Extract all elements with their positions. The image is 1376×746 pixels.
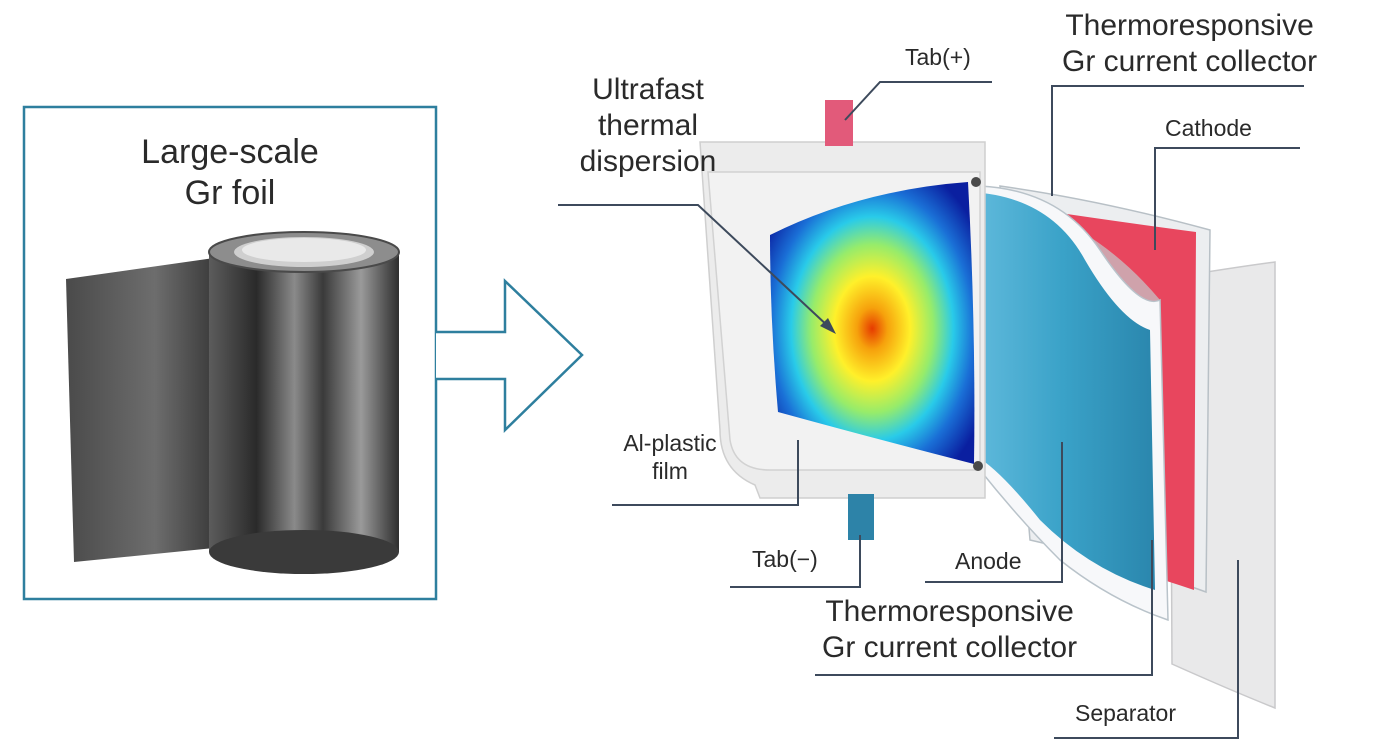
leader-tab-plus: [845, 82, 992, 120]
anode-label: Anode: [955, 548, 1022, 574]
foil-title-line2: Gr foil: [100, 173, 360, 214]
bottom-collector-label: Thermoresponsive Gr current collector: [822, 594, 1077, 666]
tab-negative: [848, 494, 874, 540]
gr-foil-roll-image: [66, 232, 399, 574]
tab-positive: [825, 100, 853, 146]
thermal-line1: Ultrafast: [548, 72, 748, 108]
foil-title-line1: Large-scale: [100, 132, 360, 173]
cathode-label: Cathode: [1165, 115, 1252, 141]
foil-title: Large-scale Gr foil: [100, 132, 360, 214]
al-film-label: Al-plastic film: [600, 430, 740, 485]
top-collector-line2: Gr current collector: [1062, 44, 1317, 80]
tab-minus-label: Tab(−): [752, 546, 818, 572]
separator-label: Separator: [1075, 700, 1176, 726]
arrow-shape: [436, 281, 582, 430]
tab-plus-label: Tab(+): [905, 44, 971, 70]
bottom-collector-line1: Thermoresponsive: [822, 594, 1077, 630]
thermal-line3: dispersion: [548, 144, 748, 180]
top-collector-label: Thermoresponsive Gr current collector: [1062, 8, 1317, 80]
al-film-line1: Al-plastic: [600, 430, 740, 458]
top-collector-line1: Thermoresponsive: [1062, 8, 1317, 44]
thermal-dispersion-label: Ultrafast thermal dispersion: [548, 72, 748, 180]
bottom-collector-line2: Gr current collector: [822, 630, 1077, 666]
al-film-line2: film: [600, 458, 740, 486]
thermal-line2: thermal: [548, 108, 748, 144]
